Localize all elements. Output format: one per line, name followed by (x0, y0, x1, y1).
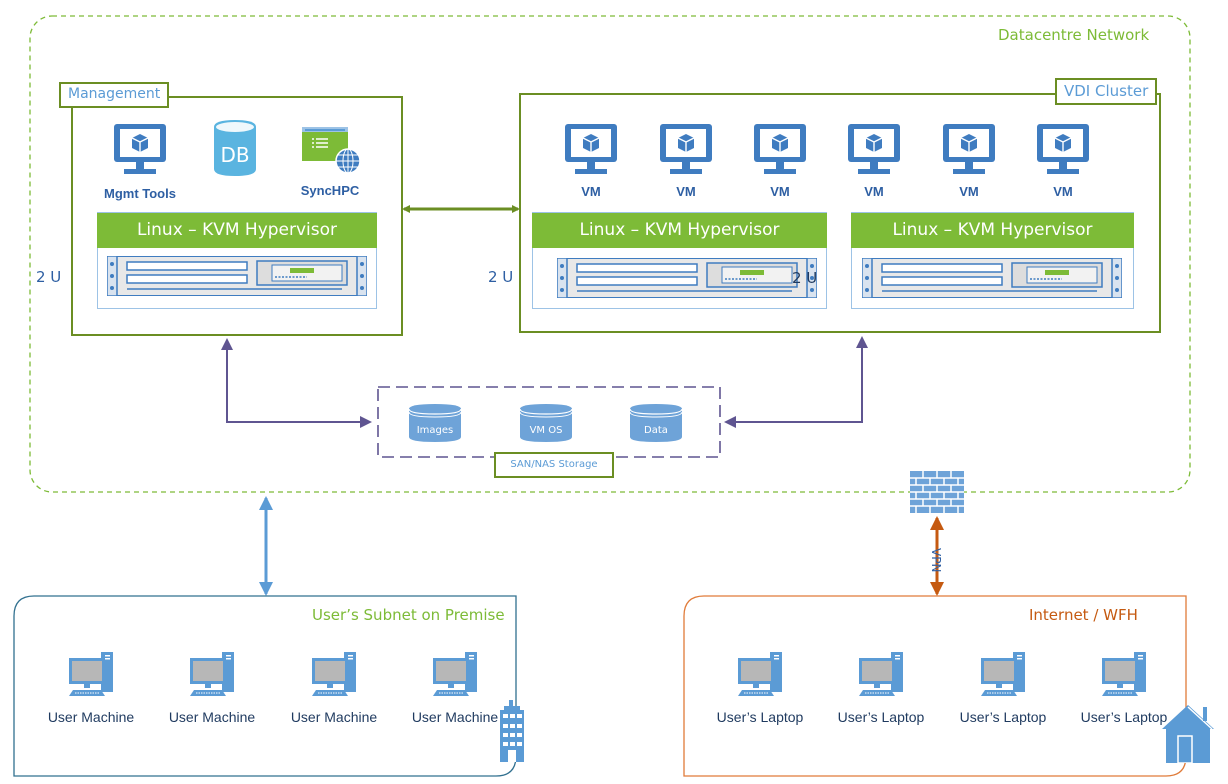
user-machine-icon[interactable] (188, 652, 236, 698)
storage-volume-icon (408, 404, 462, 442)
mgmt-tools-label: Mgmt Tools (104, 186, 176, 201)
house-icon (1162, 705, 1214, 763)
mgmt-storage-arrow (221, 338, 372, 428)
monitor-cube-icon (114, 124, 166, 174)
user-machine-label: User Machine (47, 709, 135, 725)
rack-server-icon (107, 256, 367, 296)
management-box (71, 96, 403, 336)
vdi-hypervisor-2-label: Linux – KVM Hypervisor (851, 213, 1134, 248)
vm-label: VM (1053, 184, 1073, 199)
db-glyph: DB (220, 143, 249, 167)
vm-label: VM (581, 184, 601, 199)
vm-monitor-icon (565, 124, 617, 174)
vm-label: VM (770, 184, 790, 199)
storage-volume-icon (519, 404, 573, 442)
datacentre-label: Datacentre Network (998, 26, 1150, 44)
vm-monitor-icon (848, 124, 900, 174)
storage-volume-label: Data (644, 425, 668, 436)
user-machine-icon[interactable] (310, 652, 358, 698)
vdi-rack-units-overlay: 2 U (792, 269, 818, 287)
user-machine-icon[interactable] (67, 652, 115, 698)
vm-label: VM (676, 184, 696, 199)
user-machine-label: User Machine (290, 709, 378, 725)
vdi-cluster-box (519, 93, 1161, 333)
datacentre-border (29, 15, 1191, 493)
user-laptop-icon[interactable] (736, 652, 784, 698)
user-laptop-label: User’s Laptop (716, 709, 804, 725)
user-laptop-icon[interactable] (1100, 652, 1148, 698)
firewall-icon (910, 471, 964, 513)
office-building-icon (500, 700, 524, 762)
onprem-label: User’s Subnet on Premise (312, 606, 505, 624)
synchpc-label: SyncHPC (300, 183, 360, 198)
mgmt-hypervisor-label: Linux – KVM Hypervisor (97, 213, 377, 248)
vm-monitor-icon (1037, 124, 1089, 174)
vm-monitor-icon (754, 124, 806, 174)
vdi-hypervisor-1-label: Linux – KVM Hypervisor (532, 213, 827, 248)
database-icon: DB (214, 120, 256, 176)
vm-monitor-icon (943, 124, 995, 174)
user-machine-label: User Machine (168, 709, 256, 725)
user-machine-label: User Machine (411, 709, 499, 725)
user-laptop-label: User’s Laptop (837, 709, 925, 725)
rack-server-icon (862, 258, 1122, 298)
vpn-label: VPN (929, 548, 943, 573)
vdi-storage-arrow (724, 336, 868, 428)
vm-label: VM (959, 184, 979, 199)
user-machine-icon[interactable] (431, 652, 479, 698)
user-laptop-label: User’s Laptop (959, 709, 1047, 725)
storage-label: SAN/NAS Storage (494, 452, 614, 478)
vm-label: VM (864, 184, 884, 199)
vm-monitor-icon (660, 124, 712, 174)
user-laptop-icon[interactable] (979, 652, 1027, 698)
vdi-rack-units: 2 U (488, 268, 514, 286)
web-app-globe-icon (302, 127, 361, 174)
storage-volume-label: Images (416, 425, 454, 436)
internet-label: Internet / WFH (1029, 606, 1138, 624)
rack-server-icon (557, 258, 817, 298)
storage-volume-icon (629, 404, 683, 442)
management-label: Management (59, 82, 170, 108)
mgmt-rack-units: 2 U (36, 268, 62, 286)
user-laptop-icon[interactable] (857, 652, 905, 698)
user-laptop-label: User’s Laptop (1080, 709, 1168, 725)
storage-volume-label: VM OS (529, 425, 563, 436)
vdi-cluster-label: VDI Cluster (1055, 78, 1158, 105)
